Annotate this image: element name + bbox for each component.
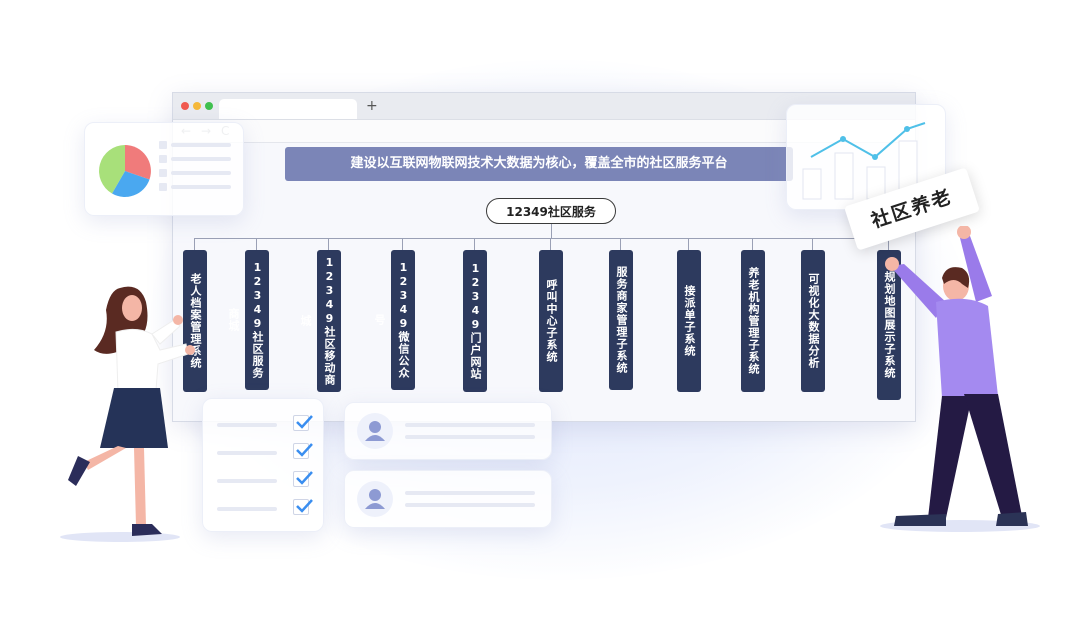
- user-card: [344, 402, 552, 460]
- pie-chart-card: [84, 122, 244, 216]
- node-connector: [752, 238, 753, 250]
- node-connector: [256, 238, 257, 250]
- check-icon: [293, 499, 313, 515]
- node-connector: [888, 238, 889, 250]
- check-icon: [293, 443, 313, 459]
- subsystem-node[interactable]: 接派单子系统: [677, 250, 701, 392]
- node-connector: [688, 238, 689, 250]
- minimize-window-dot[interactable]: [193, 102, 201, 110]
- subsystem-node[interactable]: 12349微信公众号: [373, 250, 415, 390]
- root-connector: [551, 224, 552, 238]
- node-connector: [328, 238, 329, 250]
- woman-shadow: [60, 532, 180, 542]
- checklist-card: [202, 398, 324, 532]
- subsystem-node[interactable]: 12349社区移动商城: [299, 250, 341, 392]
- browser-tab[interactable]: [219, 99, 357, 119]
- node-connector: [474, 238, 475, 250]
- maximize-window-dot[interactable]: [205, 102, 213, 110]
- subsystem-node[interactable]: 规划地图展示子系统: [877, 250, 901, 400]
- node-connector: [620, 238, 621, 250]
- subsystem-node[interactable]: 养老机构管理子系统: [741, 250, 765, 392]
- node-connector: [812, 238, 813, 250]
- user-icon: [357, 481, 393, 517]
- legend-list: [159, 141, 233, 201]
- root-node: 12349社区服务: [486, 198, 616, 224]
- node-connector: [550, 238, 551, 250]
- subsystem-node[interactable]: 服务商家管理子系统: [609, 250, 633, 390]
- check-icon: [293, 471, 313, 487]
- check-icon: [293, 415, 313, 431]
- subsystem-node[interactable]: 可视化大数据分析: [801, 250, 825, 392]
- node-connector: [194, 238, 195, 250]
- subsystem-node[interactable]: 呼叫中心子系统: [539, 250, 563, 392]
- man-illustration: [885, 226, 1028, 526]
- subsystem-node[interactable]: 老人档案管理系统: [183, 250, 207, 392]
- subsystem-node[interactable]: 12349门户网站: [463, 250, 487, 392]
- new-tab-button[interactable]: +: [366, 98, 378, 114]
- subsystem-node[interactable]: 12349社区服务商城: [227, 250, 269, 390]
- woman-illustration: [68, 286, 195, 536]
- tree-branch-line: [195, 238, 885, 239]
- platform-banner: 建设以互联网物联网技术大数据为核心，覆盖全市的社区服务平台: [285, 147, 793, 181]
- pie-chart-icon: [99, 145, 151, 197]
- user-card: [344, 470, 552, 528]
- close-window-dot[interactable]: [181, 102, 189, 110]
- node-connector: [402, 238, 403, 250]
- user-icon: [357, 413, 393, 449]
